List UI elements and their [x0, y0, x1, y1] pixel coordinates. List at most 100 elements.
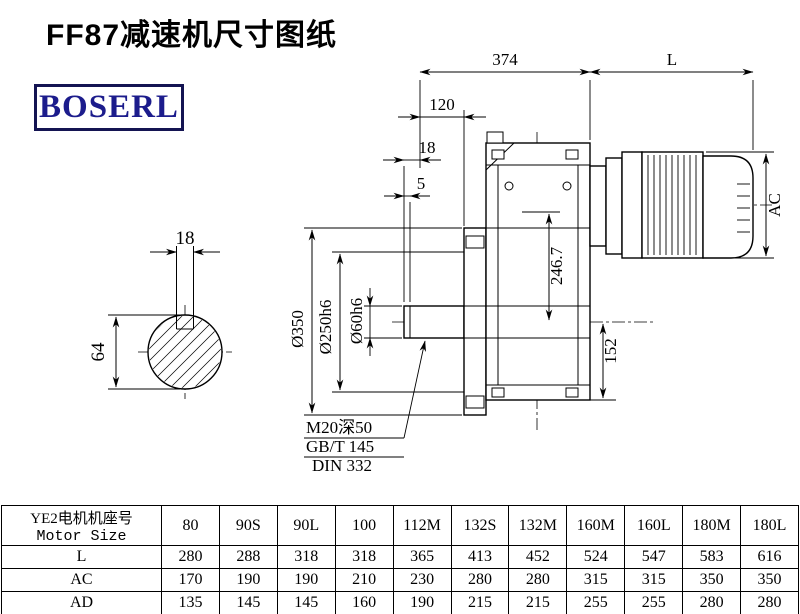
housing-bolt — [565, 149, 579, 160]
motor-frame-column-header: 90L — [276, 505, 336, 546]
spec-value-cell: 280 — [161, 545, 220, 569]
spec-value-cell: 413 — [450, 545, 510, 569]
dim-18: 18 — [383, 138, 441, 302]
spec-value-cell: 318 — [334, 545, 394, 569]
motor-frame-column-header: 132S — [450, 505, 510, 546]
dim-374: 374 — [419, 50, 591, 168]
spec-value-cell: 280 — [508, 568, 568, 592]
dim-152: 152 — [590, 323, 620, 401]
boserl-logo-text: BOSERL — [39, 89, 179, 125]
dim-246-7: 246.7 — [522, 211, 566, 321]
motor-frame-column-header: 90S — [218, 505, 278, 546]
dim-120-label: 120 — [429, 95, 455, 114]
shaft-diameter-label: 64 — [88, 342, 109, 362]
standard-din-label: DIN 332 — [312, 456, 372, 475]
dim-L: L — [589, 50, 754, 150]
motor-frame-column-header: 100 — [334, 505, 394, 546]
shaft-circle — [147, 314, 223, 390]
dim-dia250h6: Ø250h6 — [316, 251, 464, 393]
cover-bolt — [562, 181, 572, 191]
spec-row-label: AC — [1, 568, 162, 592]
spec-value-cell: 190 — [276, 568, 336, 592]
motor-fins — [647, 155, 697, 255]
shaft-diameter-dimension: 64 — [88, 314, 180, 390]
motor-frame-column-header: 180M — [682, 505, 742, 546]
spec-value-cell: 255 — [566, 591, 626, 614]
spec-value-cell: 280 — [682, 591, 742, 614]
motor-frame-column-header: 160L — [624, 505, 684, 546]
dim-374-label: 374 — [492, 50, 518, 69]
motor-frame-column-header: 180L — [740, 505, 799, 546]
spec-value-cell: 170 — [161, 568, 220, 592]
spec-value-cell: 524 — [566, 545, 626, 569]
technical-drawing: 18 64 — [88, 50, 784, 475]
boserl-logo: BOSERL — [34, 84, 184, 131]
spec-value-cell: 230 — [392, 568, 452, 592]
housing-bolt — [491, 387, 505, 398]
motor-frame-column-header: 132M — [508, 505, 568, 546]
spec-value-cell: 190 — [218, 568, 278, 592]
dim-AC: AC — [706, 151, 784, 259]
page-title: FF87减速机尺寸图纸 — [46, 19, 338, 52]
spec-value-cell: 215 — [450, 591, 510, 614]
motor-adapter-flange — [605, 157, 623, 255]
spec-row-label: AD — [1, 591, 162, 614]
key-width-dimension: 18 — [150, 228, 220, 256]
dim-5-label: 5 — [417, 174, 426, 193]
dim-18-label: 18 — [419, 138, 436, 157]
spec-value-cell: 145 — [276, 591, 336, 614]
spec-value-cell: 160 — [334, 591, 394, 614]
dim-dia60h6: Ø60h6 — [347, 288, 402, 356]
thread-callout: M20深50 GB/T 145 DIN 332 — [304, 340, 427, 475]
spec-value-cell: 145 — [218, 591, 278, 614]
gear-housing — [485, 142, 591, 401]
cover-bolt — [504, 181, 514, 191]
spec-value-cell: 288 — [218, 545, 278, 569]
flange-bolt-hole-top — [465, 235, 485, 249]
housing-bolt — [565, 387, 579, 398]
spec-value-cell: 547 — [624, 545, 684, 569]
spec-value-cell: 350 — [682, 568, 742, 592]
housing-bolt — [491, 149, 505, 160]
lifting-lug — [486, 131, 504, 144]
dim-dia250h6-label: Ø250h6 — [316, 300, 335, 355]
dim-152-label: 152 — [601, 338, 620, 364]
dim-AC-label: AC — [765, 193, 784, 217]
tap-callout-label: M20深50 — [306, 418, 372, 437]
output-shaft — [403, 305, 465, 339]
spec-value-cell: 616 — [740, 545, 799, 569]
motor-frame-column-header: 80 — [161, 505, 220, 546]
spec-value-cell: 210 — [334, 568, 394, 592]
dim-5: 5 — [384, 174, 430, 302]
motor-size-header-en: Motor Size — [36, 527, 127, 545]
spec-value-cell: 452 — [508, 545, 568, 569]
spec-value-cell: 280 — [450, 568, 510, 592]
motor-size-header-cn: YE2电机机座号 — [30, 510, 133, 527]
standard-gbt-label: GB/T 145 — [306, 437, 374, 456]
shaft-end-view: 18 64 — [88, 228, 232, 399]
spec-value-cell: 350 — [740, 568, 799, 592]
motor-endbell — [621, 151, 643, 259]
gearbox-assembly-view — [392, 131, 772, 430]
fan-cover — [702, 155, 754, 259]
key-width-label: 18 — [176, 228, 195, 249]
motor-adapter — [589, 165, 607, 247]
mounting-flange — [463, 227, 487, 416]
dim-120: 120 — [398, 95, 486, 226]
motor-body — [641, 151, 704, 259]
motor-frame-column-header: 160M — [566, 505, 626, 546]
spec-value-cell: 583 — [682, 545, 742, 569]
spec-value-cell: 255 — [624, 591, 684, 614]
dim-dia60h6-label: Ø60h6 — [347, 298, 366, 344]
flange-bolt-hole-bottom — [465, 395, 485, 409]
motor-size-header-cell: YE2电机机座号 Motor Size — [1, 505, 162, 546]
spec-value-cell: 365 — [392, 545, 452, 569]
dim-246-7-label: 246.7 — [547, 246, 566, 285]
dim-L-label: L — [667, 50, 677, 69]
spec-value-cell: 280 — [740, 591, 799, 614]
dim-dia350: Ø350 — [288, 227, 462, 416]
